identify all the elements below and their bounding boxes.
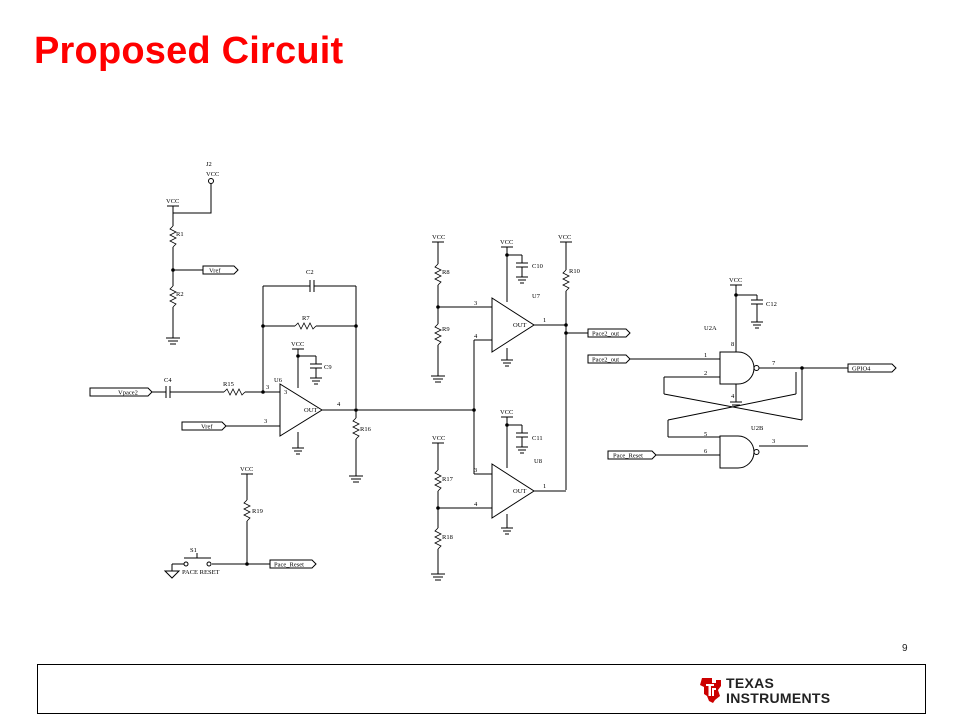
vcc-label-r8: VCC [432, 234, 445, 241]
vcc-label-u2: VCC [729, 277, 742, 284]
ti-logo-icon [700, 678, 721, 703]
u2b-gate [719, 435, 755, 469]
nand-latch: VCC C12 U2A 8 7 GPIO4 4 Pace2_out 1 2 [587, 277, 897, 469]
r1-label: R1 [176, 231, 184, 238]
r10-label: R10 [569, 268, 580, 275]
u7-opamp [491, 297, 535, 353]
j2-vcc-label: VCC [206, 171, 219, 178]
u8-pin3: 3 [474, 467, 477, 474]
s1-label: S1 [190, 547, 197, 554]
r15-label: R15 [223, 381, 234, 388]
r8-label: R8 [442, 269, 450, 276]
c2-label: C2 [306, 269, 314, 276]
window-comparator: VCC R8 3 R9 4 OUT U7 1 VCC C10 [431, 234, 631, 581]
circuit-schematic: J2 VCC VCC R1 Vref R2 Vpace2 C4 R [89, 161, 897, 581]
u8-out-label: OUT [513, 488, 526, 495]
vcc-label-r1: VCC [166, 198, 179, 205]
u6-pin4-num: 3 [264, 418, 267, 425]
u2b-pin6: 6 [704, 448, 708, 455]
vref-port-u6 [181, 421, 227, 431]
u2a-pin1: 1 [704, 352, 707, 359]
r18-label: R18 [442, 534, 453, 541]
vcc-label-r17: VCC [432, 435, 445, 442]
u7-out-label: OUT [513, 322, 526, 329]
u7-label: U7 [532, 293, 541, 300]
vcc-label-r19: VCC [240, 466, 253, 473]
c9-label: C9 [324, 364, 332, 371]
net-pace2-out-2: Pace2_out [592, 357, 619, 364]
net-pace-reset-1: Pace_Reset [274, 562, 304, 569]
net-vpace2: Vpace2 [118, 390, 138, 397]
logo-line1: Texas [726, 675, 775, 691]
j2-label: J2 [206, 161, 212, 168]
c12-label: C12 [766, 301, 777, 308]
u6-out-pin: 4 [337, 401, 341, 408]
pace2-out-port [587, 328, 631, 338]
ti-logo-text: Texas Instruments [726, 675, 831, 707]
u6-label: U6 [274, 377, 283, 384]
reset-switch: VCC R19 Pace_Reset S1 PACE RESET [163, 466, 317, 579]
vref-divider: VCC R1 Vref R2 [166, 198, 239, 345]
c11-label: C11 [532, 435, 543, 442]
u6-out-label: OUT [304, 407, 317, 414]
u2a-pin8: 8 [731, 341, 734, 348]
u8-opamp [491, 463, 535, 519]
vcc-label-u7: VCC [500, 239, 513, 246]
pace-reset-port-1 [269, 559, 317, 569]
r7-label: R7 [302, 315, 310, 322]
vcc-label-r10: VCC [558, 234, 571, 241]
footer-bar [37, 664, 926, 714]
u2a-label: U2A [704, 325, 717, 332]
net-vref-2: Vref [201, 424, 213, 431]
u8-out-pin: 1 [543, 483, 546, 490]
r17-label: R17 [442, 476, 454, 483]
u2a-pin2: 2 [704, 370, 707, 377]
s1-ground [163, 570, 181, 579]
page-number: 9 [902, 643, 908, 654]
u2a-pin7: 7 [772, 360, 776, 367]
u6-pin3: 3 [284, 389, 287, 396]
u8-pin4: 4 [474, 501, 478, 508]
vcc-label-u8: VCC [500, 409, 513, 416]
u6-opamp [279, 383, 323, 437]
u2b-pin5: 5 [704, 431, 707, 438]
u6-pin3-num: 3 [266, 384, 269, 391]
r19-label: R19 [252, 508, 263, 515]
u2b-pin3: 3 [772, 438, 775, 445]
net-pace2-out-1: Pace2_out [592, 331, 619, 338]
r9-label: R9 [442, 326, 450, 333]
net-vref-1: Vref [209, 268, 221, 275]
vpace2-port [89, 387, 153, 397]
u6-stage: Vpace2 C4 R15 C2 R7 Vref 3 3 3 U6 [89, 269, 474, 483]
pace2-out-port-2 [587, 354, 631, 364]
logo-line2: Instruments [726, 690, 831, 706]
u2b-label: U2B [751, 425, 764, 432]
j2-connector: J2 VCC [173, 161, 219, 214]
slide-title: Proposed Circuit [34, 30, 344, 72]
vcc-label-u6: VCC [291, 341, 304, 348]
r2-label: R2 [176, 291, 184, 298]
c4-label: C4 [164, 377, 172, 384]
u2a-gate [719, 351, 755, 385]
pace-reset-port-2 [607, 450, 657, 460]
u7-pin3: 3 [474, 300, 477, 307]
s1-caption: PACE RESET [182, 569, 220, 576]
net-gpio4: GPIO4 [852, 366, 871, 373]
u8-label: U8 [534, 458, 542, 465]
u2a-pin4: 4 [731, 393, 735, 400]
u7-pin4: 4 [474, 333, 478, 340]
r16-label: R16 [360, 426, 372, 433]
c10-label: C10 [532, 263, 543, 270]
gpio4-port [847, 363, 897, 373]
net-pace-reset-2: Pace_Reset [613, 453, 643, 460]
u7-out-pin: 1 [543, 317, 546, 324]
